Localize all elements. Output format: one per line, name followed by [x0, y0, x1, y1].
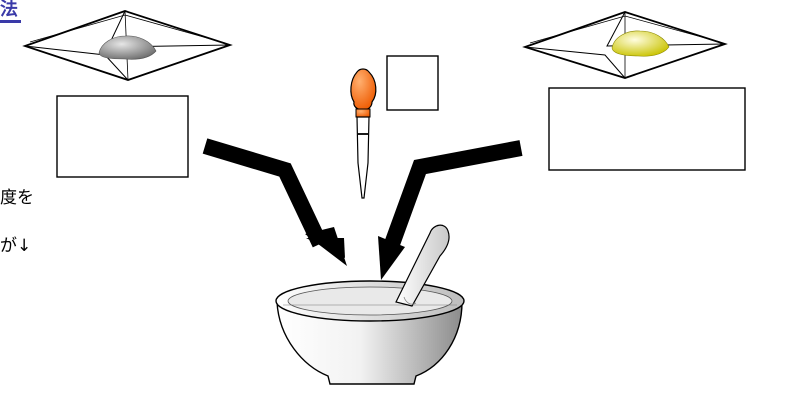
- arrow-right: [378, 140, 523, 280]
- right-label-box: [548, 87, 746, 171]
- pestle: [395, 224, 450, 307]
- dropper-label-box: [386, 55, 439, 111]
- dropper-tube: [356, 116, 370, 199]
- dropper-bulb: [350, 68, 377, 111]
- body-text-fragment-1: 度を: [0, 188, 34, 208]
- mortar-bowl: [276, 301, 463, 385]
- page-title-fragment: 法: [0, 1, 21, 23]
- mortar: [275, 280, 465, 385]
- gray-powder: [98, 35, 157, 60]
- dropper: [350, 68, 377, 199]
- arrow-left: [202, 138, 347, 266]
- yellow-powder: [611, 30, 670, 57]
- left-label-box: [56, 95, 189, 178]
- body-text-fragment-2: が↓: [0, 236, 32, 256]
